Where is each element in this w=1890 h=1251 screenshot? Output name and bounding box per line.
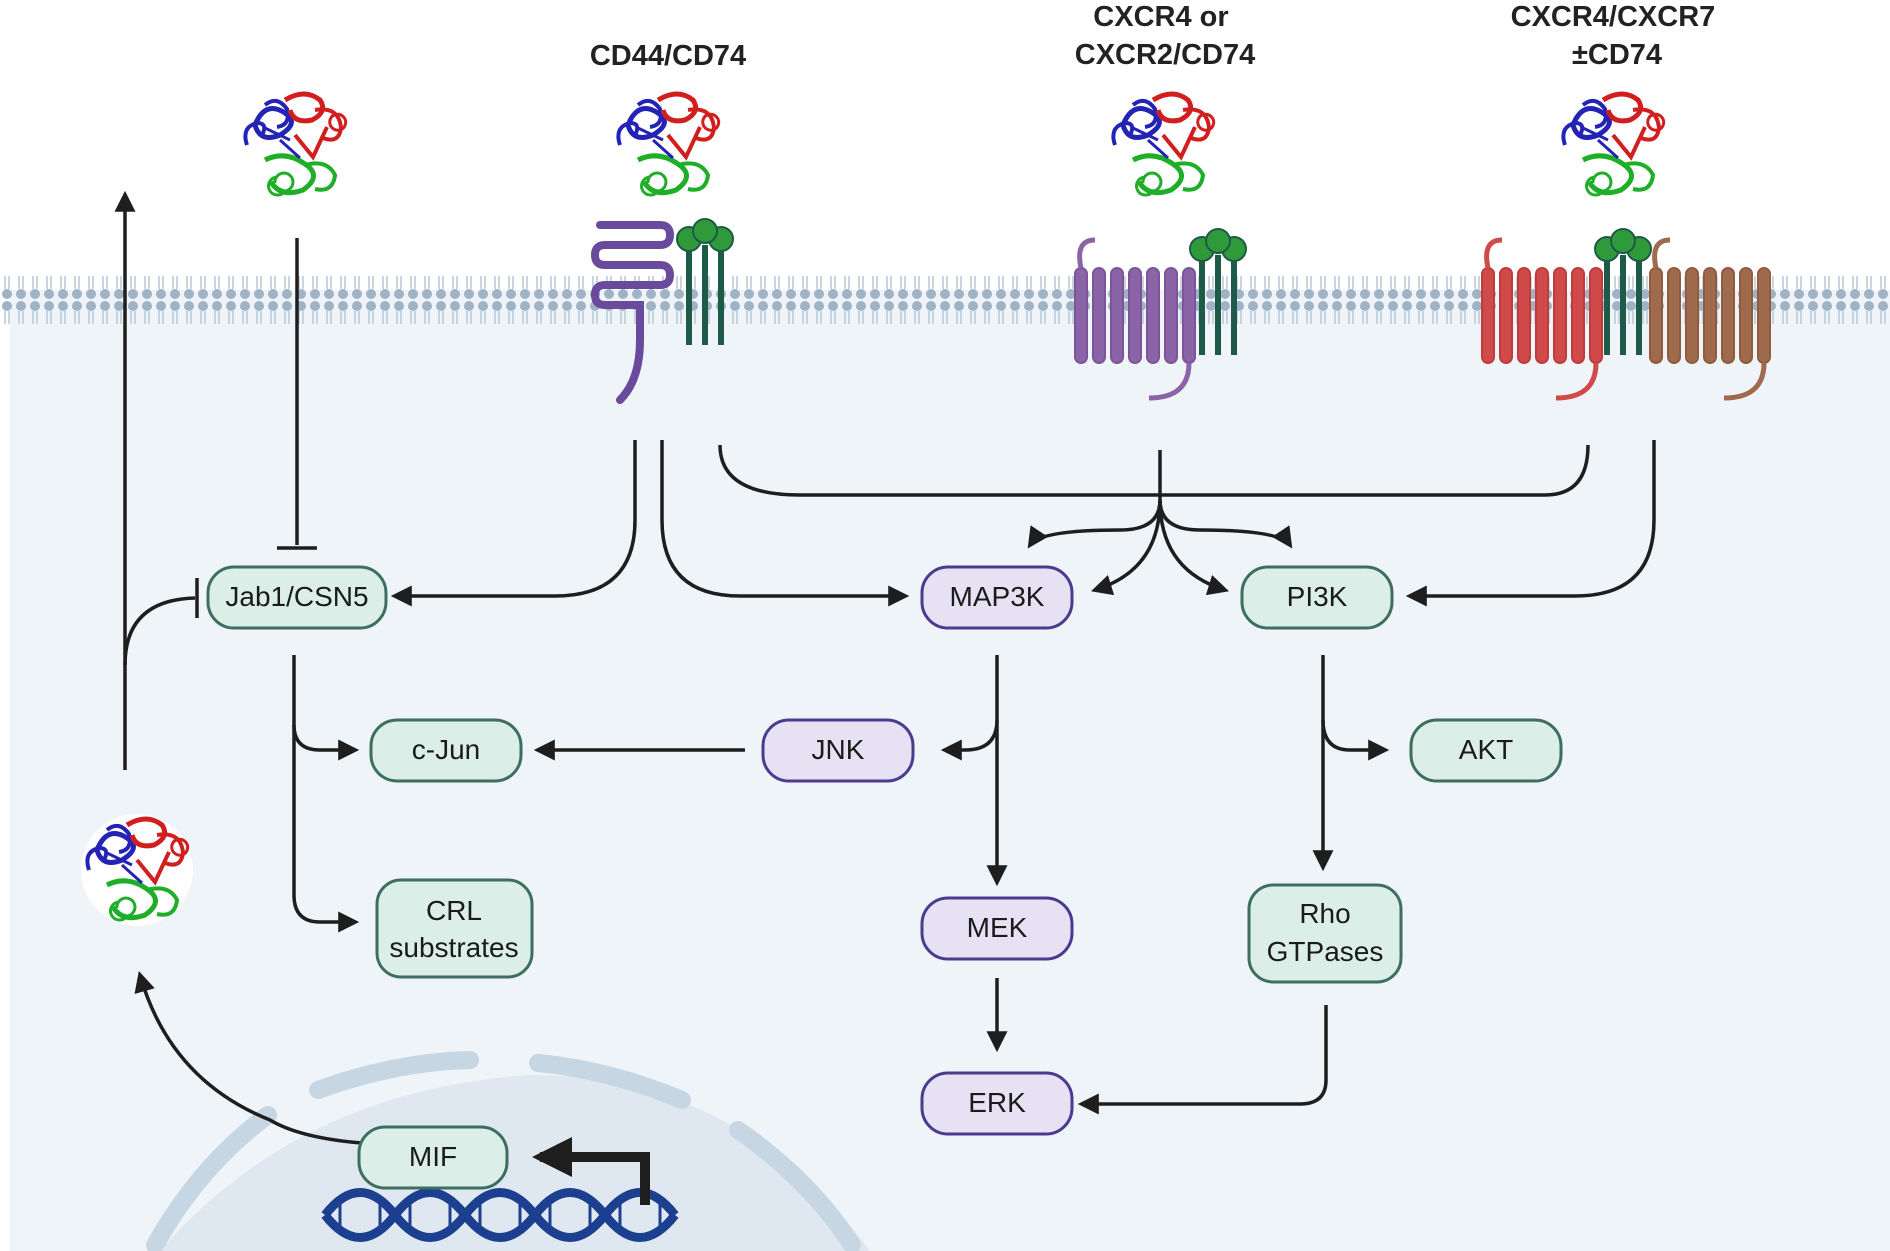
node-rho-gtpases[interactable]: Rho GTPases — [1247, 883, 1403, 984]
mif-protein-structure — [1557, 89, 1669, 201]
cxcr4-red-receptor — [1481, 237, 1603, 401]
node-jnk[interactable]: JNK — [761, 718, 915, 783]
node-mek[interactable]: MEK — [920, 896, 1074, 961]
dna-helix — [321, 1188, 679, 1242]
arrow-bracket-pi3k — [1158, 499, 1293, 549]
signaling-arrows — [114, 190, 1656, 1145]
arrow-cxcr7-pi3k — [1405, 440, 1656, 607]
arrow-rho-erk — [1077, 1005, 1328, 1115]
arrow-cxcr4-pi3k — [1158, 499, 1230, 596]
node-jab1-label: Jab1/CSN5 — [225, 581, 368, 612]
node-jnk-label: JNK — [812, 734, 865, 765]
label-cxcr4-cxcr7-cd74: CXCR4/CXCR7 ±CD74 — [1511, 1, 1724, 71]
mif-protein-structure — [612, 89, 724, 201]
mif-protein-structure — [1107, 89, 1219, 201]
node-pi3k[interactable]: PI3K — [1240, 565, 1394, 630]
node-pi3k-label: PI3K — [1287, 581, 1348, 612]
node-map3k[interactable]: MAP3K — [920, 565, 1074, 630]
cxcr7-receptor — [1649, 237, 1771, 401]
node-mek-label: MEK — [967, 912, 1028, 943]
node-erk[interactable]: ERK — [920, 1071, 1074, 1136]
mif-protein-structure — [239, 89, 351, 201]
arrow-transcription — [532, 1137, 650, 1205]
node-crl-label-1: CRL — [426, 895, 482, 926]
cd44-receptor — [590, 221, 675, 404]
node-cjun-label: c-Jun — [412, 734, 480, 765]
arrow-jab1-crl — [292, 725, 360, 933]
node-rho-label-2: GTPases — [1267, 936, 1384, 967]
node-akt-label: AKT — [1459, 734, 1513, 765]
bracket-cd74-cxcr — [718, 444, 1590, 497]
arrow-cd44-map3k — [660, 440, 910, 607]
node-map3k-label: MAP3K — [950, 581, 1045, 612]
inhibit-intracellular-mif-jab1 — [123, 596, 196, 666]
node-rho-label-1: Rho — [1299, 898, 1350, 929]
node-akt[interactable]: AKT — [1409, 718, 1563, 783]
node-mif[interactable]: MIF — [357, 1125, 509, 1190]
node-jab1[interactable]: Jab1/CSN5 — [206, 565, 388, 630]
node-mif-label: MIF — [409, 1141, 457, 1172]
label-cd44-cd74: CD44/CD74 — [590, 40, 746, 72]
cxcr4-receptor — [1074, 237, 1196, 401]
arrow-mif-export — [134, 970, 363, 1145]
mif-protein-structure — [81, 814, 193, 926]
label-cxcr4-or-cxcr2-cd74: CXCR4 or CXCR2/CD74 — [1075, 1, 1256, 71]
node-cjun[interactable]: c-Jun — [369, 718, 523, 783]
node-crl-substrates[interactable]: CRL substrates — [375, 878, 534, 979]
node-crl-label-2: substrates — [389, 932, 518, 963]
arrow-cd44-jab1 — [390, 440, 637, 607]
node-erk-label: ERK — [968, 1087, 1026, 1118]
